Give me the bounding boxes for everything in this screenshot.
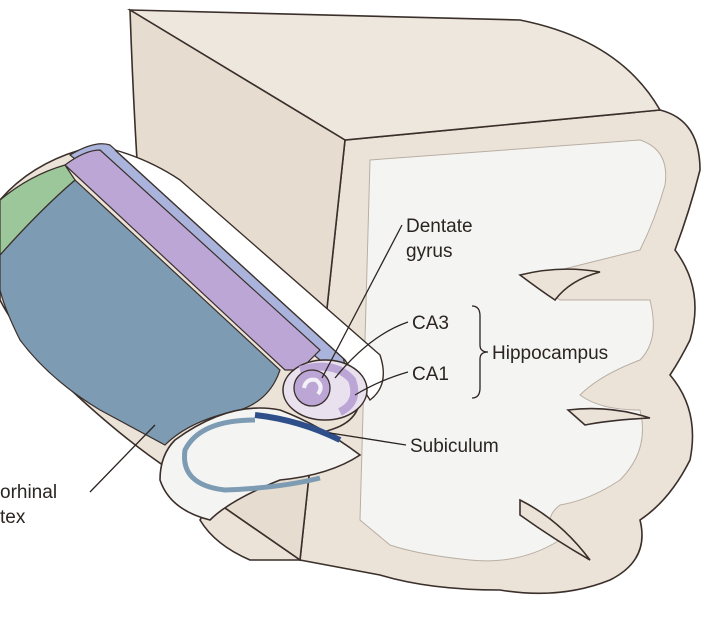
label-entorhinal-line2: tex (0, 507, 26, 528)
label-subiculum: Subiculum (410, 436, 499, 457)
label-dentate: Dentate (406, 216, 473, 237)
label-hippocampus: Hippocampus (492, 343, 608, 364)
dentate-gyrus-circle (294, 370, 330, 406)
label-ca1: CA1 (412, 364, 449, 385)
label-entorhinal-line1: orhinal (0, 482, 57, 503)
label-ca3: CA3 (412, 313, 449, 334)
label-gyrus: gyrus (406, 241, 452, 262)
